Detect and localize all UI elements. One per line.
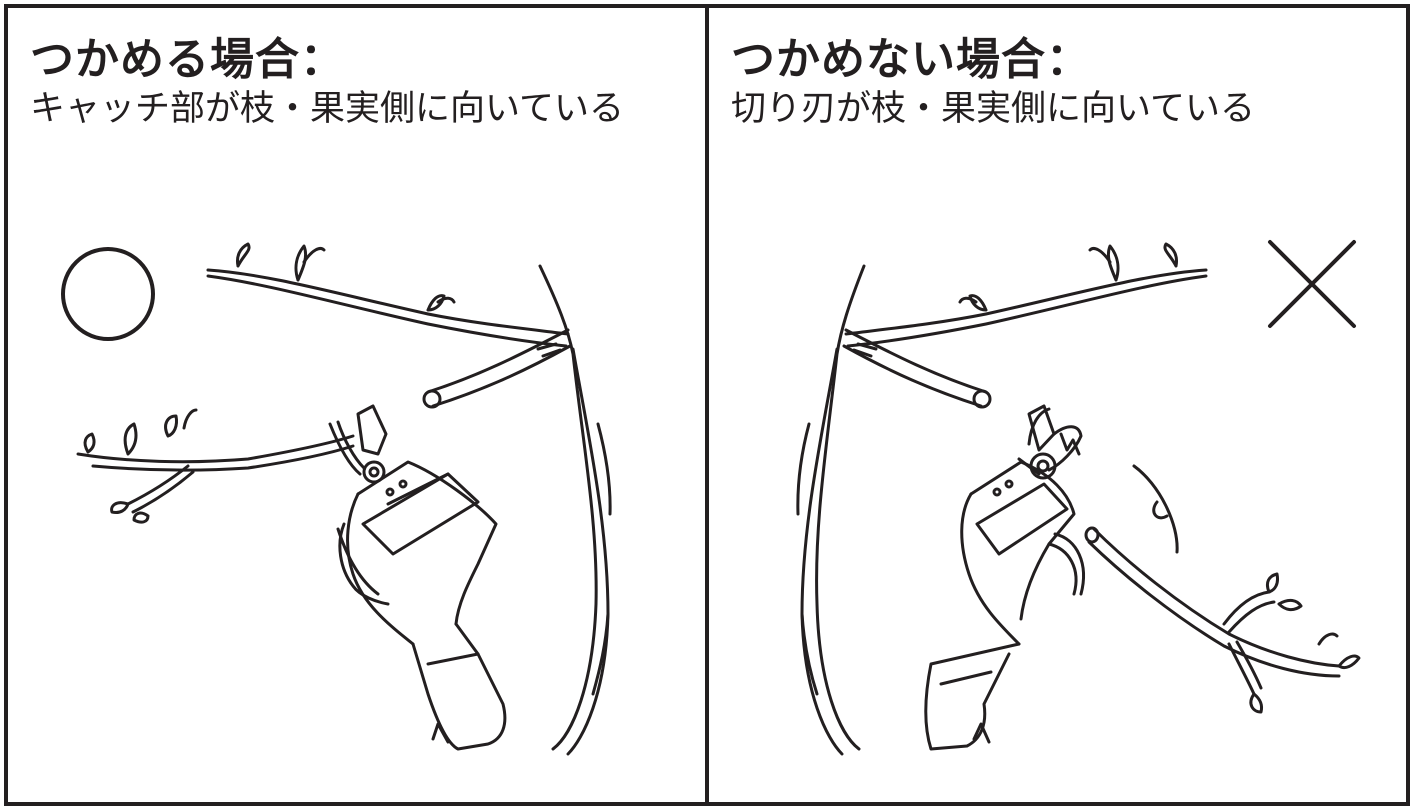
panel-cannot-grab: つかめない場合： 切り刃が枝・果実側に向いている (709, 4, 1406, 806)
stub-branch (842, 328, 992, 409)
tree-trunk (538, 264, 612, 756)
stub-branch (422, 328, 572, 409)
pruning-shears (328, 404, 507, 751)
panel-subtitle: 切り刃が枝・果実側に向いている (731, 89, 1255, 129)
circle-ok-icon (61, 247, 155, 341)
panel-divider (705, 4, 709, 806)
upper-branch (206, 242, 570, 348)
falling-branch (1084, 526, 1361, 714)
pruning-shears (924, 404, 1085, 751)
panel-heading: つかめる場合： (30, 34, 345, 85)
panel-heading: つかめない場合： (731, 34, 1091, 85)
illustration-cannot-grab (796, 242, 1361, 756)
upper-branch (844, 242, 1208, 348)
cross-ng-icon (1268, 240, 1356, 328)
panel-can-grab: つかめる場合： キャッチ部が枝・果実側に向いている (8, 4, 705, 806)
illustration-can-grab (76, 242, 612, 756)
panel-subtitle: キャッチ部が枝・果実側に向いている (30, 89, 624, 129)
held-branch (76, 408, 355, 524)
tree-trunk (796, 264, 866, 756)
motion-arc (1132, 464, 1179, 554)
